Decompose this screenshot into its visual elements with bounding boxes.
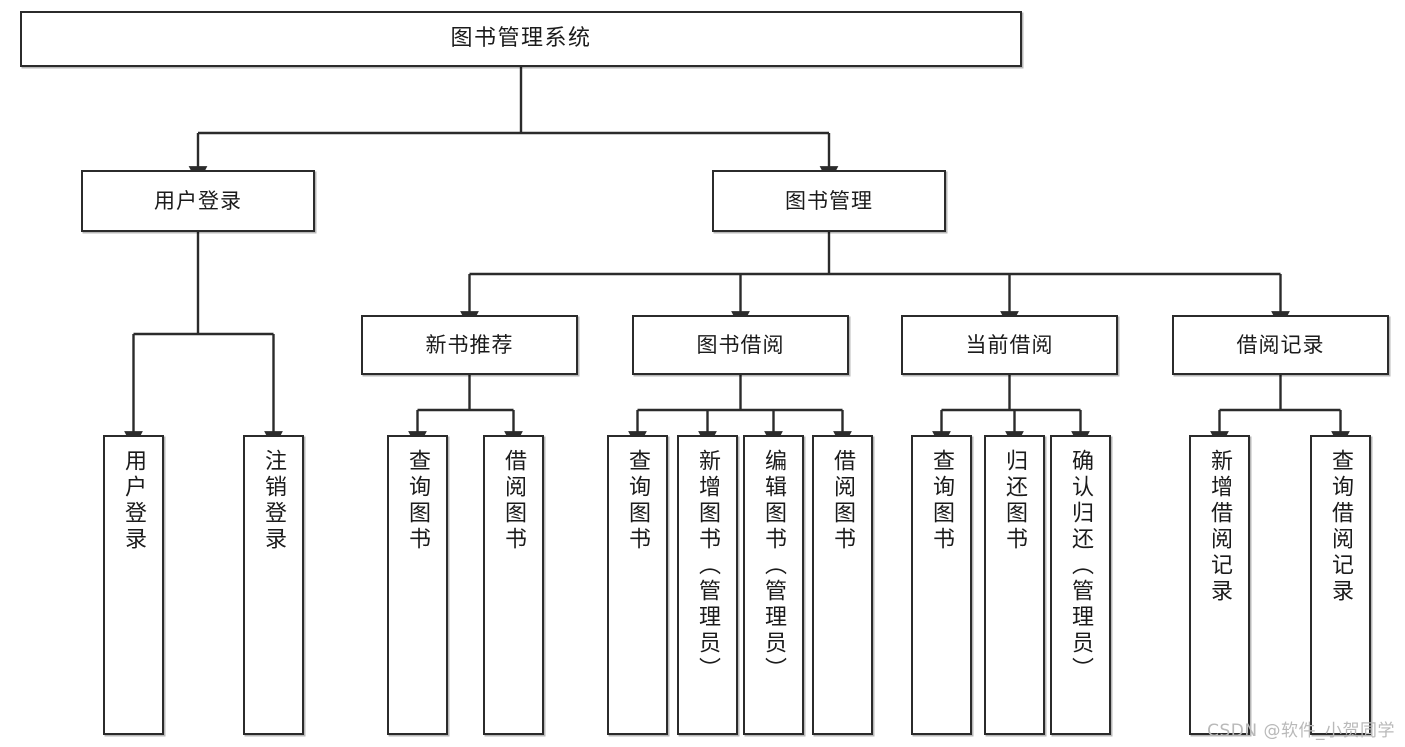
node-book-manage[interactable]: 图书管理 xyxy=(712,170,946,232)
node-leaf-rec-borrow[interactable]: 借阅图书 xyxy=(483,435,544,735)
node-label-leaf-bb-query: 查询图书 xyxy=(625,449,651,553)
node-label-root: 图书管理系统 xyxy=(450,26,592,52)
node-label-user-login: 用户登录 xyxy=(154,188,242,213)
node-label-leaf-user-login: 用户登录 xyxy=(121,449,147,553)
node-leaf-cb-confirm[interactable]: 确认归还（管理员） xyxy=(1050,435,1111,735)
node-leaf-bb-query[interactable]: 查询图书 xyxy=(607,435,668,735)
node-label-current-borrow: 当前借阅 xyxy=(965,332,1054,357)
node-user-login[interactable]: 用户登录 xyxy=(81,170,315,232)
node-label-leaf-rec-query: 查询图书 xyxy=(405,449,431,553)
node-label-leaf-br-query: 查询借阅记录 xyxy=(1328,449,1354,605)
node-label-new-book-rec: 新书推荐 xyxy=(425,332,514,357)
node-current-borrow[interactable]: 当前借阅 xyxy=(901,315,1118,375)
node-leaf-cb-query[interactable]: 查询图书 xyxy=(911,435,972,735)
node-label-leaf-cb-return: 归还图书 xyxy=(1002,449,1028,553)
node-label-leaf-user-logout: 注销登录 xyxy=(261,449,287,553)
node-label-leaf-cb-confirm: 确认归还（管理员） xyxy=(1068,449,1094,683)
node-root[interactable]: 图书管理系统 xyxy=(20,11,1022,67)
node-borrow-record[interactable]: 借阅记录 xyxy=(1172,315,1389,375)
node-leaf-br-query[interactable]: 查询借阅记录 xyxy=(1310,435,1371,735)
node-leaf-user-login[interactable]: 用户登录 xyxy=(103,435,164,735)
node-leaf-bb-borrow[interactable]: 借阅图书 xyxy=(812,435,873,735)
node-label-book-manage: 图书管理 xyxy=(785,188,873,213)
node-label-leaf-bb-edit: 编辑图书（管理员） xyxy=(761,449,787,683)
node-book-borrow[interactable]: 图书借阅 xyxy=(632,315,849,375)
node-new-book-rec[interactable]: 新书推荐 xyxy=(361,315,578,375)
node-leaf-cb-return[interactable]: 归还图书 xyxy=(984,435,1045,735)
node-leaf-rec-query[interactable]: 查询图书 xyxy=(387,435,448,735)
node-leaf-bb-edit[interactable]: 编辑图书（管理员） xyxy=(743,435,804,735)
node-label-leaf-br-add: 新增借阅记录 xyxy=(1207,449,1233,605)
node-leaf-bb-add[interactable]: 新增图书（管理员） xyxy=(677,435,738,735)
node-leaf-user-logout[interactable]: 注销登录 xyxy=(243,435,304,735)
node-label-leaf-bb-borrow: 借阅图书 xyxy=(830,449,856,553)
node-label-book-borrow: 图书借阅 xyxy=(696,332,785,357)
node-label-leaf-cb-query: 查询图书 xyxy=(929,449,955,553)
node-label-borrow-record: 借阅记录 xyxy=(1236,332,1325,357)
node-label-leaf-bb-add: 新增图书（管理员） xyxy=(695,449,721,683)
node-leaf-br-add[interactable]: 新增借阅记录 xyxy=(1189,435,1250,735)
node-label-leaf-rec-borrow: 借阅图书 xyxy=(501,449,527,553)
csdn-watermark: CSDN @软件_小贺同学 xyxy=(1207,721,1395,741)
